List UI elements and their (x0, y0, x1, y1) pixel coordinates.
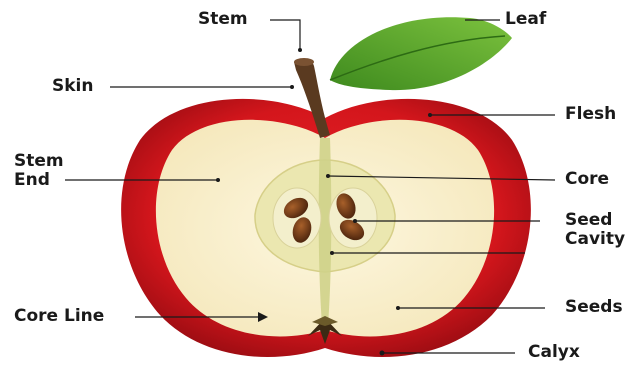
leader-stem (270, 20, 300, 50)
apple-leaf (330, 17, 512, 90)
label-core: Core (565, 170, 609, 189)
label-seeds: Seeds (565, 298, 623, 317)
label-seed-cavity-line2: Cavity (565, 230, 625, 249)
dot-stem (298, 48, 302, 52)
stem-tip (294, 58, 314, 66)
label-core-line: Core Line (14, 307, 104, 326)
label-flesh: Flesh (565, 105, 616, 124)
dot-core (326, 174, 330, 178)
dot-calyx (380, 351, 385, 356)
label-stem-end-line1: Stem (14, 152, 64, 171)
label-seed-cavity-line1: Seed (565, 211, 612, 230)
dot-skin (290, 85, 294, 89)
dot-seeds (396, 306, 400, 310)
apple-core-line (319, 138, 332, 325)
dot-stem-end (216, 178, 220, 182)
label-calyx: Calyx (528, 343, 580, 362)
label-leaf: Leaf (505, 10, 546, 29)
label-stem-end-line2: End (14, 171, 50, 190)
dot-seed-cavity (353, 219, 357, 223)
dot-flesh (428, 113, 432, 117)
label-skin: Skin (52, 77, 93, 96)
label-stem: Stem (198, 10, 248, 29)
dot-core-line-right (330, 251, 334, 255)
